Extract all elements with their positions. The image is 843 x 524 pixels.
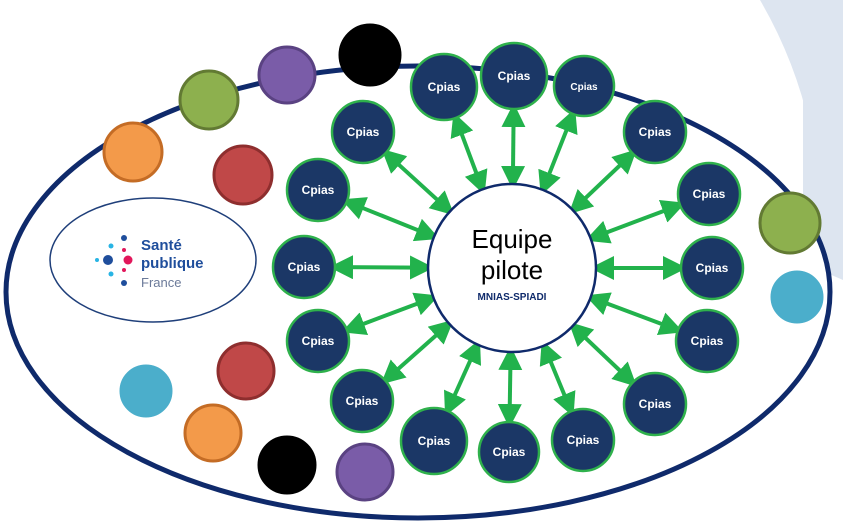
- orange-circle: [102, 121, 164, 183]
- logo-dot-icon: [103, 255, 113, 265]
- double-arrow: [539, 340, 576, 417]
- logo-dot-icon: [121, 235, 127, 241]
- cpias-node-label: Cpias: [302, 183, 335, 197]
- purple-circle: [335, 442, 395, 502]
- cpias-node: Cpias: [676, 161, 742, 227]
- cpias-node: Cpias: [285, 308, 351, 374]
- double-arrow: [497, 345, 523, 429]
- cpias-node-label: Cpias: [346, 394, 379, 408]
- cpias-node-circle: [550, 407, 616, 473]
- logo-dot-icon: [122, 268, 126, 272]
- cpias-node: Cpias: [552, 54, 616, 118]
- cpias-node-label: Cpias: [570, 82, 598, 93]
- background-panel-curve: [760, 0, 843, 280]
- cpias-node-circle: [409, 52, 479, 122]
- logo-text-line2: publique: [141, 255, 204, 272]
- double-arrow: [341, 292, 439, 335]
- logo-ellipse: [49, 197, 257, 323]
- cpias-node-label: Cpias: [691, 334, 724, 348]
- cpias-node: Cpias: [409, 52, 479, 122]
- logo-text-line1: Santé: [141, 237, 182, 254]
- center-title-line1: Equipe: [472, 224, 553, 254]
- logo-dot-icon: [108, 243, 114, 249]
- cpias-node-label: Cpias: [639, 397, 672, 411]
- logo-dot-icon: [95, 258, 99, 262]
- logo-text-line3: France: [141, 275, 181, 290]
- teal-circle: [770, 270, 824, 324]
- red-circle: [216, 341, 276, 401]
- cpias-node-circle: [285, 157, 351, 223]
- double-arrow: [585, 292, 684, 336]
- cpias-node: Cpias: [271, 234, 337, 300]
- double-arrow: [585, 199, 686, 244]
- red-circle: [212, 144, 274, 206]
- cpias-node: Cpias: [329, 368, 395, 434]
- cpias-node-label: Cpias: [302, 334, 335, 348]
- cpias-node-circle: [676, 161, 742, 227]
- decor-circles: [102, 23, 824, 502]
- cpias-node-circle: [330, 99, 396, 165]
- double-arrow: [380, 319, 454, 385]
- center-node: Equipe pilote MNIAS-SPIADI: [426, 182, 598, 354]
- cpias-node-label: Cpias: [696, 261, 729, 275]
- green-circle: [758, 191, 822, 255]
- black-circle: [338, 23, 402, 87]
- double-arrow: [538, 108, 578, 196]
- double-arrow: [444, 339, 482, 417]
- cpias-node-circle: [271, 234, 337, 300]
- cpias-node-circle: [674, 308, 740, 374]
- orange-circle: [183, 403, 243, 463]
- double-arrow: [501, 102, 526, 191]
- black-circle: [257, 435, 317, 495]
- double-arrow: [341, 197, 440, 242]
- cpias-node-label: Cpias: [493, 445, 526, 459]
- logo-dot-icon: [121, 280, 127, 286]
- cpias-node-label: Cpias: [498, 69, 531, 83]
- cpias-node: Cpias: [330, 99, 396, 165]
- logo-dot-icon: [108, 271, 114, 277]
- double-arrow: [450, 112, 488, 195]
- teal-circle: [119, 364, 173, 418]
- cpias-node: Cpias: [622, 99, 688, 165]
- logo-dot-icon: [123, 255, 133, 265]
- cpias-node-label: Cpias: [693, 187, 726, 201]
- center-title-line2: pilote: [481, 255, 543, 285]
- cpias-node: Cpias: [550, 407, 616, 473]
- cpias-node-circle: [622, 371, 688, 437]
- purple-circle: [257, 45, 317, 105]
- cpias-node: Cpias: [285, 157, 351, 223]
- cpias-node-circle: [679, 235, 745, 301]
- cpias-node-label: Cpias: [347, 125, 380, 139]
- cpias-node-circle: [329, 368, 395, 434]
- cpias-node-label: Cpias: [418, 434, 451, 448]
- cpias-node-circle: [622, 99, 688, 165]
- logo-dot-icon: [122, 248, 126, 252]
- cpias-node-label: Cpias: [288, 260, 321, 274]
- double-arrow: [568, 321, 637, 387]
- double-arrow: [568, 149, 637, 215]
- cpias-node: Cpias: [622, 371, 688, 437]
- green-circle: [178, 69, 240, 131]
- cpias-node-label: Cpias: [428, 80, 461, 94]
- cpias-node: Cpias: [399, 406, 469, 476]
- cpias-node: Cpias: [477, 420, 541, 484]
- cpias-node-circle: [479, 41, 549, 111]
- cpias-node: Cpias: [679, 235, 745, 301]
- cpias-node-label: Cpias: [567, 433, 600, 447]
- cpias-node-circle: [552, 54, 616, 118]
- cpias-node-circle: [477, 420, 541, 484]
- center-circle: [426, 182, 598, 354]
- cpias-node: Cpias: [479, 41, 549, 111]
- arrows: [328, 102, 687, 429]
- cpias-node-circle: [399, 406, 469, 476]
- logo-group: Santé publique France: [49, 197, 257, 323]
- cpias-node: Cpias: [674, 308, 740, 374]
- cpias-node-label: Cpias: [639, 125, 672, 139]
- cpias-node-circle: [285, 308, 351, 374]
- center-subtitle: MNIAS-SPIADI: [478, 292, 547, 303]
